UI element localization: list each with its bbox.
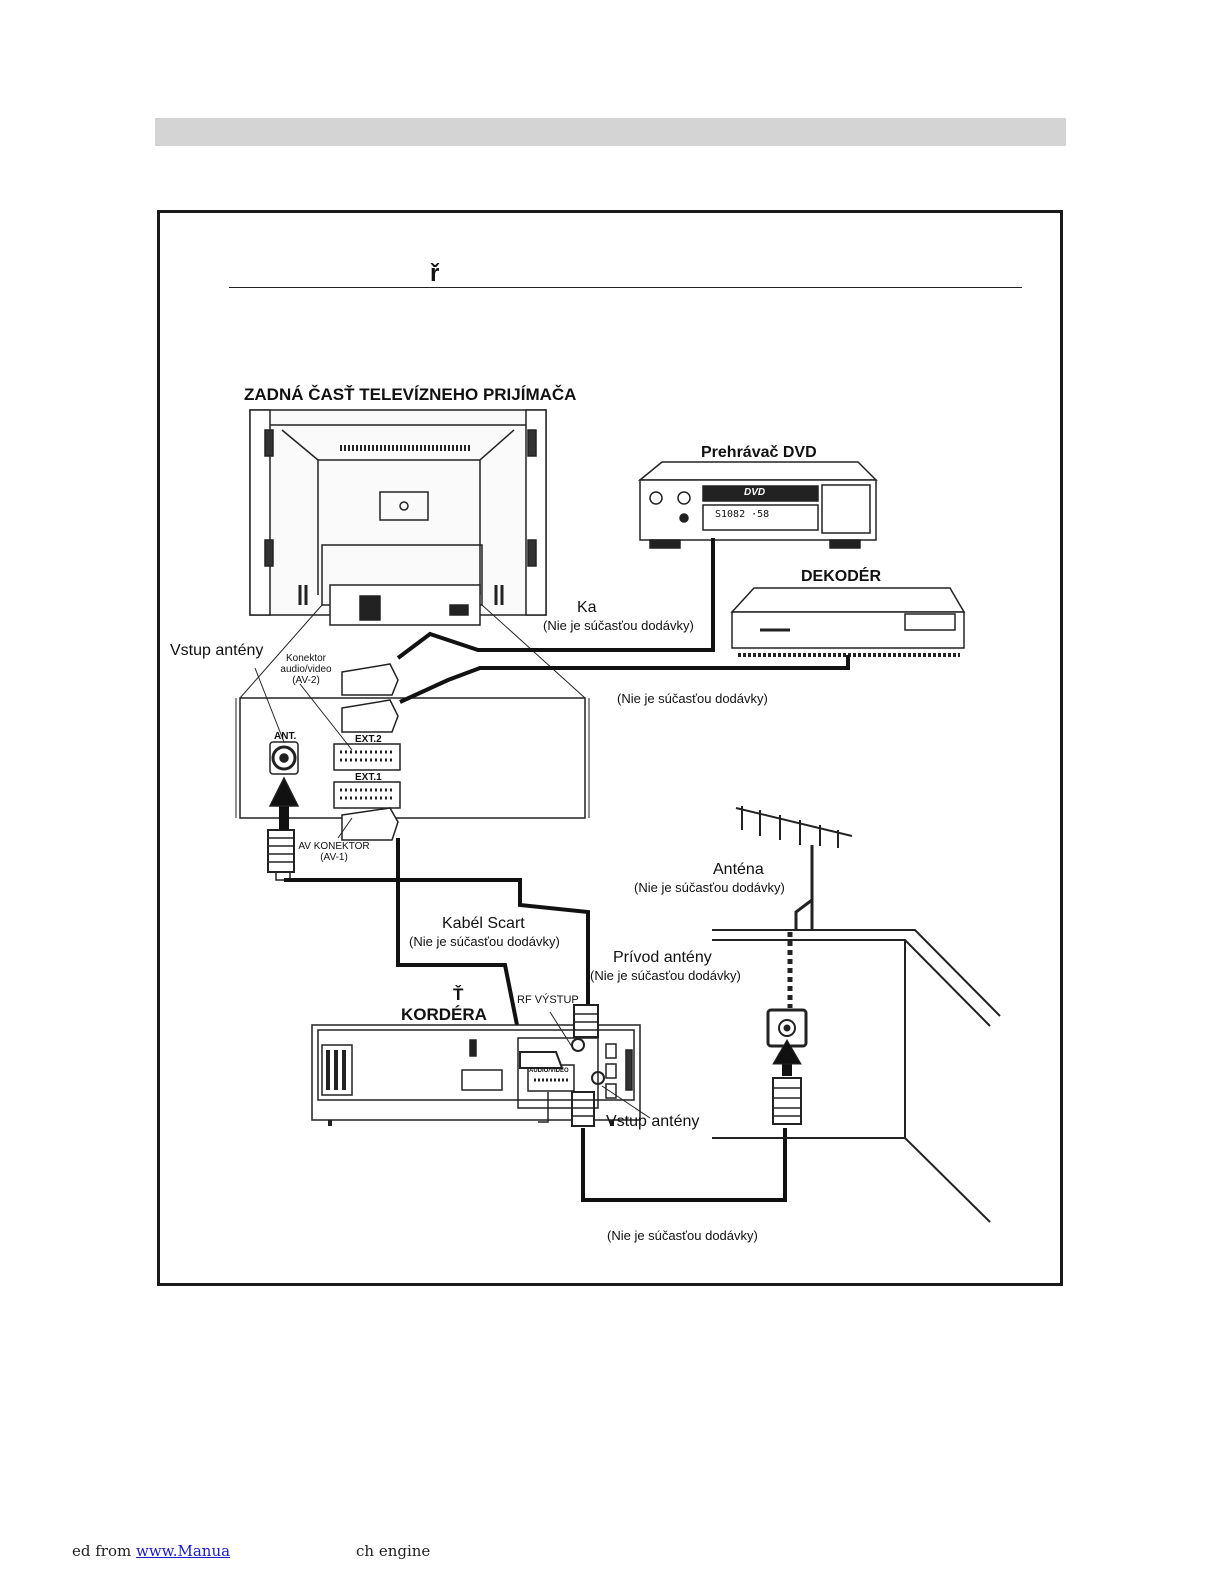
tv-back-label: ZADNÁ ČASŤ TELEVÍZNEHO PRIJÍMAČA [244, 385, 577, 404]
footer-prefix: ed from [72, 1542, 136, 1560]
vcr-antenna-input-label: Vstup antény [606, 1113, 700, 1130]
decoder-illustration [730, 587, 966, 657]
section-heading: ř [430, 260, 440, 287]
not-included-label-4: (Nie je súčasťou dodávky) [409, 934, 560, 949]
not-included-label-2: (Nie je súčasťou dodávky) [617, 691, 768, 706]
av2-label-line1: Konektor [285, 653, 327, 664]
decoder-label: DEKODÉR [801, 568, 882, 585]
av2-label-line3: (AV-2) [292, 675, 320, 686]
vcr-illustration [311, 1004, 651, 1127]
rf-out-label: RF VÝSTUP [517, 994, 579, 1006]
audio-video-label: AUDIO/VIDEO [529, 1068, 569, 1074]
recorder-label-line2: KORDÉRA [401, 1005, 487, 1024]
scart-cable-label: Kabél Scart [442, 915, 525, 932]
av1-label-line2: (AV-1) [320, 852, 348, 863]
diagram-frame [157, 210, 1063, 1286]
footer-text: ed from www.Manua [72, 1542, 230, 1560]
av2-label-line2: audio/video [280, 664, 332, 675]
dvd-player-label: Prehrávač DVD [701, 444, 817, 461]
dvd-display-label: S1082 ·58 [715, 509, 770, 520]
section-header-bar [155, 118, 1066, 146]
heading-rule [229, 287, 1022, 288]
not-included-label-6: (Nie je súčasťou dodávky) [607, 1228, 758, 1243]
tv-antenna-input-label: Vstup antény [170, 642, 264, 659]
footer-link[interactable]: www.Manua [136, 1542, 231, 1560]
not-included-label-3: (Nie je súčasťou dodávky) [634, 880, 785, 895]
antenna-label: Anténa [713, 861, 764, 878]
dvd-logo-label: DVD [744, 487, 766, 498]
dvd-brand-label: SHARP [740, 518, 776, 529]
antenna-feed-label: Prívod antény [613, 949, 712, 966]
tv-rear-panel [235, 604, 590, 881]
ext1-label: EXT.1 [355, 772, 382, 783]
cables [284, 538, 850, 1202]
recorder-label-line1: Ť [453, 985, 464, 1004]
pointer-lines [254, 667, 353, 839]
dvd-player-illustration [637, 461, 878, 549]
cable-label: Ka [577, 599, 597, 616]
footer-suffix: ch engine [356, 1542, 431, 1560]
tv-back-illustration [249, 409, 547, 626]
ext2-label: EXT.2 [355, 734, 382, 745]
room-wall [712, 929, 1001, 1223]
antenna-illustration [735, 806, 853, 1125]
ant-label: ANT. [274, 731, 297, 742]
not-included-label-1: (Nie je súčasťou dodávky) [543, 618, 694, 633]
not-included-label-5: (Nie je súčasťou dodávky) [590, 968, 741, 983]
av1-label-line1: AV KONEKTOR [298, 841, 370, 852]
